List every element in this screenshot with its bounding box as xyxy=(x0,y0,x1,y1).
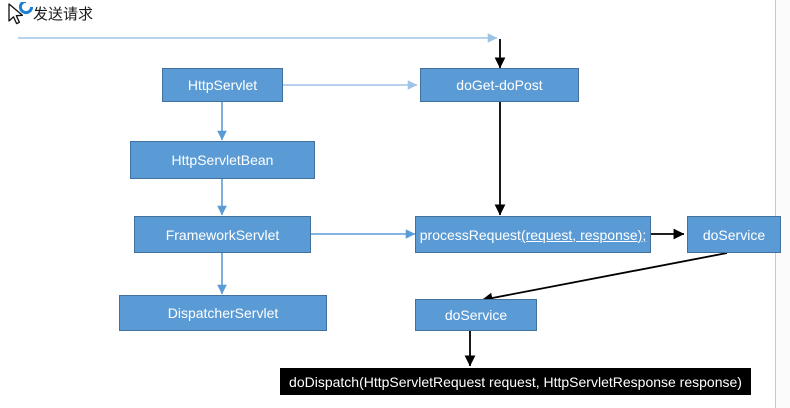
node-doservice-right-label: doService xyxy=(702,226,766,243)
node-dispatcherservlet-label: DispatcherServlet xyxy=(167,305,279,321)
page-title: 发送请求 xyxy=(33,6,94,23)
node-doget-dopost[interactable]: doGet-doPost xyxy=(420,68,579,102)
mouse-pointer-busy-icon xyxy=(8,2,34,25)
node-frameworkservlet-label: FrameworkServlet xyxy=(165,226,280,243)
right-gutter xyxy=(776,0,790,408)
node-processrequest[interactable]: processRequest(request, response); xyxy=(415,216,651,253)
node-dodispatch[interactable]: doDispatch(HttpServletRequest request, H… xyxy=(280,368,751,395)
node-dispatcherservlet[interactable]: DispatcherServlet xyxy=(119,295,327,331)
node-httpservlet[interactable]: HttpServlet xyxy=(162,68,283,102)
node-processrequest-prefix: processRequest xyxy=(419,226,521,243)
doservice-to-doservice-arrow xyxy=(481,252,728,304)
right-panel-divider xyxy=(775,0,776,408)
node-doget-dopost-label: doGet-doPost xyxy=(456,77,543,93)
node-frameworkservlet[interactable]: FrameworkServlet xyxy=(134,216,311,253)
node-processrequest-args: (request, response); xyxy=(520,226,647,243)
node-httpservletbean[interactable]: HttpServletBean xyxy=(130,141,315,179)
node-doservice-bottom[interactable]: doService xyxy=(415,299,537,331)
node-doservice-right[interactable]: doService xyxy=(687,216,781,253)
node-doservice-bottom-label: doService xyxy=(444,307,508,323)
node-dodispatch-label: doDispatch(HttpServletRequest request, H… xyxy=(289,373,742,390)
node-httpservletbean-label: HttpServletBean xyxy=(171,152,274,168)
node-httpservlet-label: HttpServlet xyxy=(187,77,258,93)
